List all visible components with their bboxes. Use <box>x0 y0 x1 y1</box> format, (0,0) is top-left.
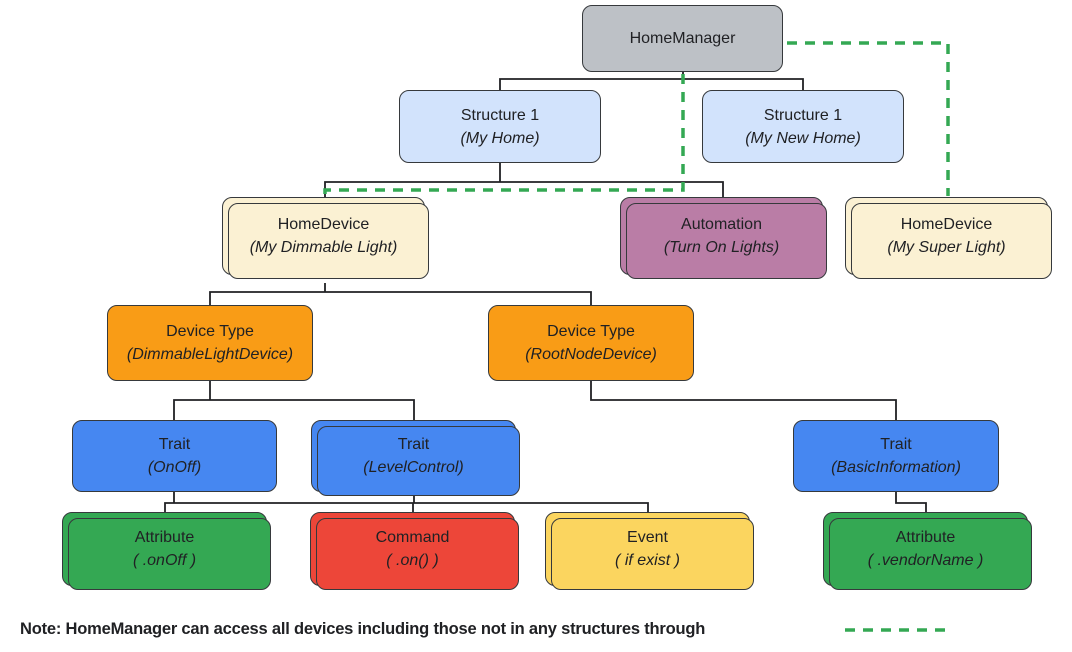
node-sublabel: (OnOff) <box>147 459 202 476</box>
green-dashed-link-dimmable <box>323 74 685 196</box>
node-label: Attribute <box>895 529 956 546</box>
footnote-text: Note: HomeManager can access all devices… <box>20 620 706 638</box>
node-label: Command <box>375 529 450 546</box>
node-sublabel: (My New Home) <box>745 129 861 147</box>
node-sublabel: (My Super Light) <box>887 239 1006 256</box>
tree-connectors <box>164 72 927 512</box>
node-label: Device Type <box>166 323 254 340</box>
node-automation-turn-on-lights: Automation (Turn On Lights) <box>620 197 827 279</box>
node-homemanager: HomeManager <box>582 5 783 72</box>
node-command-on: Command ( .on() ) <box>310 512 519 590</box>
node-structure-my-home: Structure 1 (My Home) <box>399 90 601 163</box>
node-trait-levelcontrol: Trait (LevelControl) <box>311 420 520 496</box>
node-attribute-vendorname: Attribute ( .vendorName ) <box>823 512 1032 590</box>
node-homedevice-super-light: HomeDevice (My Super Light) <box>845 197 1052 279</box>
node-label: HomeDevice <box>277 216 370 233</box>
connector-traits-leaves <box>164 492 649 512</box>
node-homedevice-dimmable-light: HomeDevice (My Dimmable Light) <box>222 197 429 279</box>
node-sublabel: ( .vendorName ) <box>867 552 984 569</box>
green-dashed-legend-icon <box>845 628 945 632</box>
node-label: Structure 1 <box>460 106 540 124</box>
node-sublabel: ( .onOff ) <box>132 552 197 569</box>
node-structure-my-new-home: Structure 1 (My New Home) <box>702 90 904 163</box>
node-sublabel: (My Home) <box>460 129 540 147</box>
connector-homemanager-structures <box>499 72 804 90</box>
node-sublabel: (Turn On Lights) <box>663 239 780 256</box>
connector-dimmable-devicetypes <box>209 283 592 305</box>
node-sublabel: ( if exist ) <box>615 552 680 569</box>
node-sublabel: (RootNodeDevice) <box>525 346 657 363</box>
green-dashed-links <box>323 41 950 196</box>
node-sublabel: (LevelControl) <box>363 459 464 476</box>
node-label: Structure 1 <box>763 106 843 124</box>
connector-devicetype2-trait <box>590 381 897 420</box>
footnote: Note: HomeManager can access all devices… <box>20 620 1060 646</box>
node-label: Event <box>627 529 668 546</box>
node-label: Trait <box>397 436 430 453</box>
node-label: Automation <box>681 216 762 233</box>
node-label: Attribute <box>134 529 195 546</box>
connector-devicetype1-traits <box>173 381 415 420</box>
node-sublabel: (BasicInformation) <box>831 459 961 476</box>
connector-traitbasic-vendorname <box>895 492 927 512</box>
node-devicetype-rootnodedevice: Device Type (RootNodeDevice) <box>488 305 694 381</box>
node-label: Device Type <box>547 323 635 340</box>
node-label: HomeManager <box>629 30 736 47</box>
node-label: Trait <box>158 436 191 453</box>
node-devicetype-dimmablelightdevice: Device Type (DimmableLightDevice) <box>107 305 313 381</box>
node-trait-basicinformation: Trait (BasicInformation) <box>793 420 999 492</box>
node-label: HomeDevice <box>900 216 993 233</box>
node-sublabel: (My Dimmable Light) <box>249 239 398 256</box>
node-label: Trait <box>880 436 912 453</box>
node-attribute-onoff: Attribute ( .onOff ) <box>62 512 271 590</box>
connector-structure1-children <box>324 163 724 197</box>
node-event-if-exist: Event ( if exist ) <box>545 512 754 590</box>
node-sublabel: (DimmableLightDevice) <box>126 346 294 363</box>
node-sublabel: ( .on() ) <box>386 552 439 569</box>
node-trait-onoff: Trait (OnOff) <box>72 420 277 492</box>
